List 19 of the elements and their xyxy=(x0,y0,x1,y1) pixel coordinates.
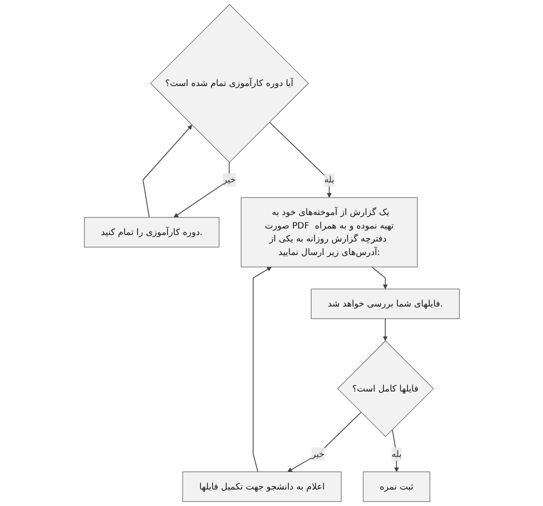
arrow xyxy=(382,318,388,341)
node-box: ثبت نمره xyxy=(362,472,430,502)
edge-label: بله xyxy=(391,448,402,460)
arrow xyxy=(286,412,362,472)
edge-label: بله xyxy=(324,174,334,185)
arrow xyxy=(142,124,192,218)
edge-label: خیر xyxy=(222,174,236,185)
node-box: اعلام به دانشجو جهت تکمیل فایلها xyxy=(182,472,342,502)
arrow xyxy=(392,429,399,472)
node-diamond: فایلها کامل است؟ xyxy=(336,340,434,437)
node-box: فایلهای شما بررسی خواهد شد. xyxy=(310,288,460,319)
node-box: یک گزارش از آموخته‌های خود به صورت PDF تهیه نموده و به همراه دفترچه گزارش روزانه به یکی از آدرس‌های زیر ارسال نمایید: xyxy=(240,197,418,268)
edge-label: خیر xyxy=(311,448,324,460)
node-diamond: آیا دوره کارآموزی تمام شده است؟ xyxy=(150,4,308,163)
arrow xyxy=(173,162,230,218)
arrow xyxy=(370,266,388,290)
node-box: دوره کارآموزی را تمام کنید. xyxy=(84,217,219,248)
arrow xyxy=(252,266,272,472)
arrow xyxy=(268,122,332,198)
